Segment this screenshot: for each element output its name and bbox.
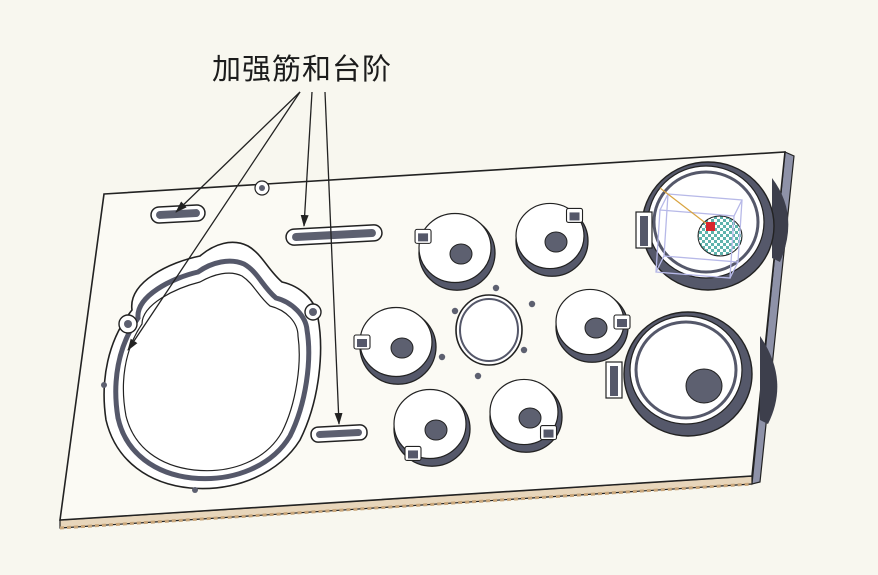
slot-lower-middle [310, 424, 368, 443]
leader-lines [127, 91, 343, 425]
boss-3 [353, 306, 437, 385]
boss-6 [489, 378, 563, 453]
coordinate-triad-icon [706, 222, 715, 231]
boss-4 [555, 288, 631, 363]
selection-gizmo [655, 187, 743, 279]
large-opening [101, 180, 322, 493]
boss-5 [393, 388, 471, 467]
boss-2 [515, 202, 589, 277]
boss-ring [353, 202, 631, 467]
slot-upper-middle [285, 224, 383, 246]
boss-1 [414, 212, 496, 291]
boss-large-lower [605, 311, 753, 437]
rear-bosses [760, 178, 789, 424]
center-hole-group [438, 284, 536, 380]
slot-upper-left [150, 204, 206, 224]
annotation-label: 加强筋和台阶 [212, 52, 393, 86]
